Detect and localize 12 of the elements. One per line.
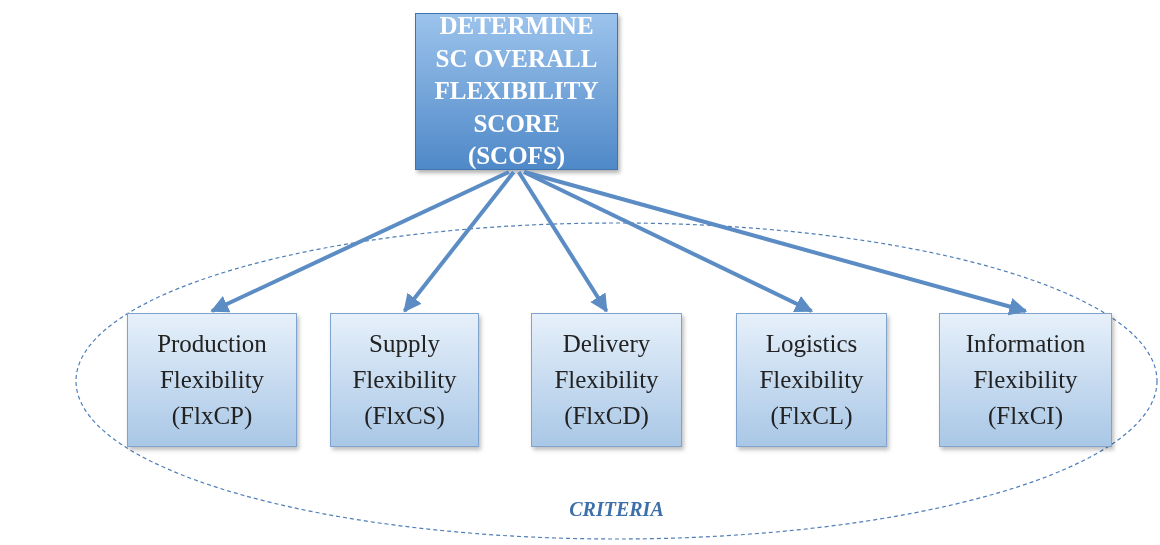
group-label: CRITERIA (568, 498, 665, 521)
arrow (402, 170, 516, 313)
criterion-box: Information Flexibility (FlxCI) (939, 313, 1112, 447)
arrow (210, 170, 510, 313)
criterion-box: Production Flexibility (FlxCP) (127, 313, 297, 447)
arrow (517, 170, 609, 313)
arrow (523, 170, 814, 313)
criterion-box: Logistics Flexibility (FlxCL) (736, 313, 887, 447)
criterion-box: Supply Flexibility (FlxCS) (330, 313, 479, 447)
goal-box: DETERMINE SC OVERALL FLEXIBILITY SCORE (SCOFS) (415, 13, 618, 170)
arrow (523, 170, 1028, 316)
criterion-box: Delivery Flexibility (FlxCD) (531, 313, 682, 447)
